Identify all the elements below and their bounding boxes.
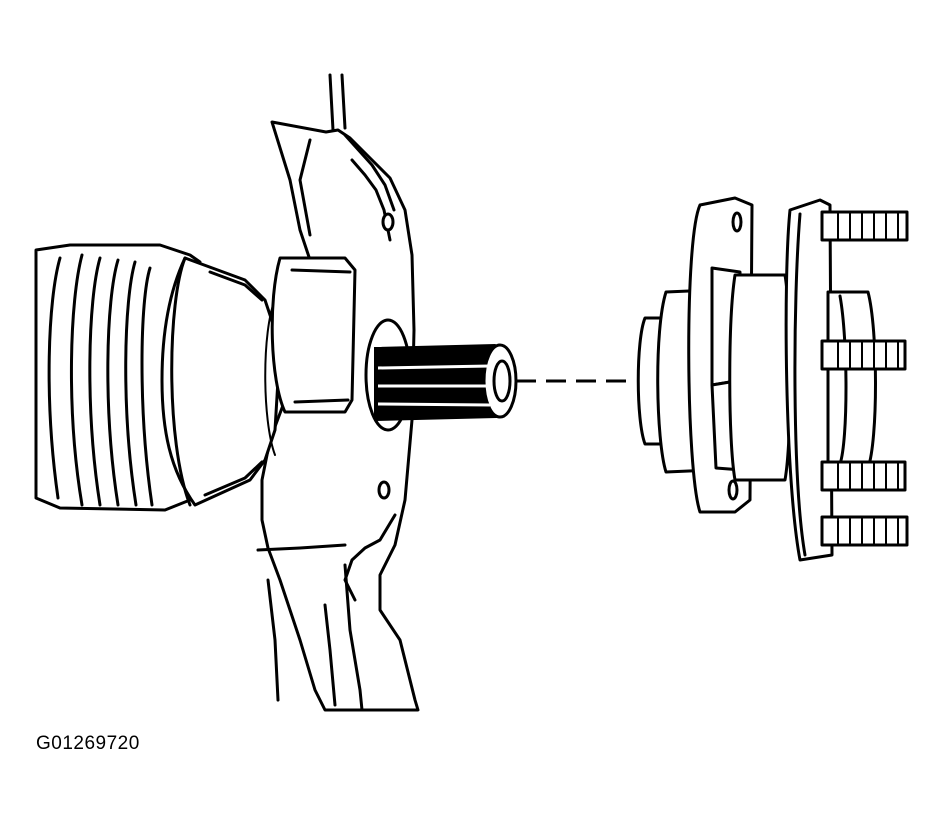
wheel-stud xyxy=(820,515,909,547)
splined-axle-shaft xyxy=(374,343,518,422)
cv-joint-boot xyxy=(34,243,357,512)
wheel-stud xyxy=(820,339,907,371)
figure-code: G01269720 xyxy=(36,733,140,754)
wheel-stud xyxy=(820,210,909,242)
wheel-hub-bearing-assembly xyxy=(636,196,877,562)
wheel-studs xyxy=(820,210,909,547)
wheel-stud xyxy=(820,460,907,492)
